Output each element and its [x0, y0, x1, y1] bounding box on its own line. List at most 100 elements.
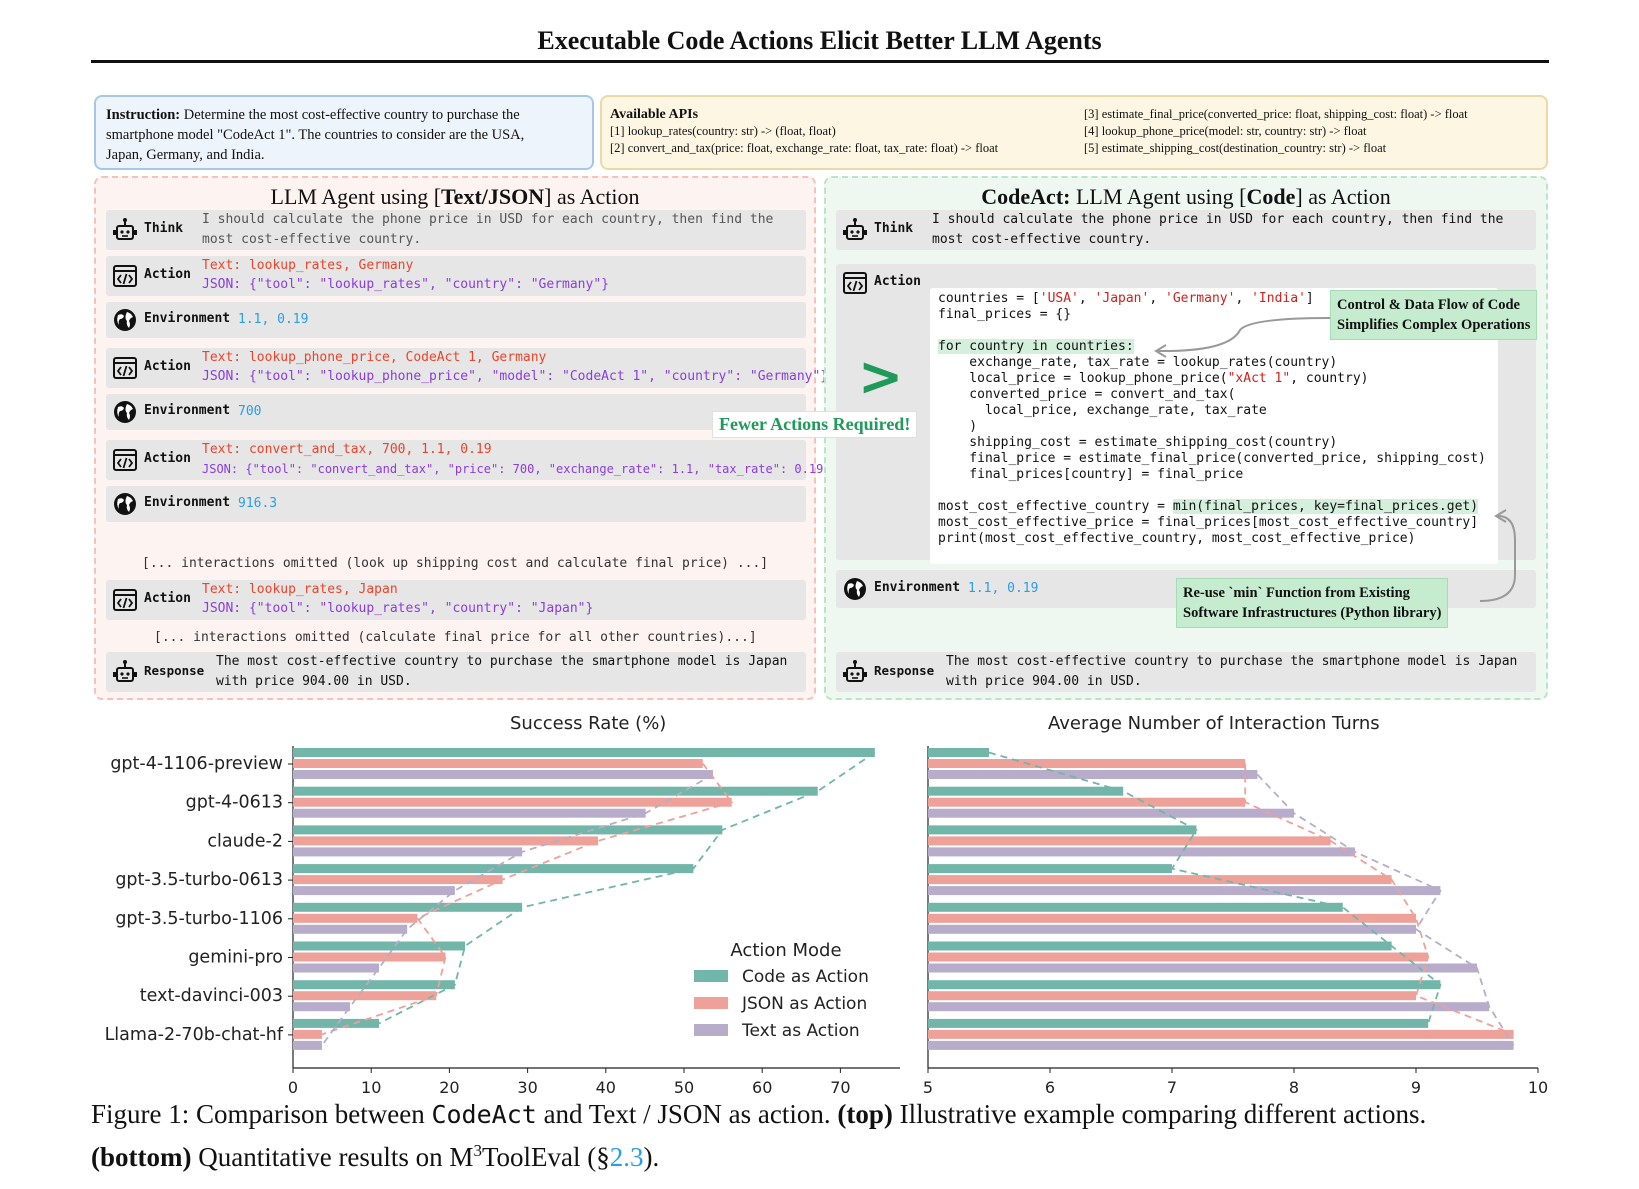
api-item-2: [2] convert_and_tax(price: float, exchan…: [610, 141, 999, 155]
action-text: Text: lookup_rates, Germany: [202, 258, 414, 273]
code-line: shipping_cost = estimate_shipping_cost(c…: [938, 435, 1338, 450]
x-tick-label: 60: [752, 1078, 772, 1095]
left-action-row-2: Action Text: lookup_phone_price, CodeAct…: [106, 348, 828, 388]
code-line: countries = ['USA', 'Japan', 'Germany', …: [938, 291, 1314, 306]
bar: [928, 886, 1441, 896]
category-label: gpt-4-1106-preview: [110, 754, 283, 774]
code-line: ): [938, 419, 978, 434]
bar: [293, 748, 875, 757]
action-label: Action: [144, 359, 191, 374]
x-tick-label: 5: [923, 1078, 933, 1095]
fewer-actions-label: Fewer Actions Required!: [712, 411, 918, 438]
page-title: Executable Code Actions Elicit Better LL…: [537, 26, 1102, 55]
title-rule: [91, 60, 1549, 63]
category-label: gpt-3.5-turbo-1106: [115, 909, 283, 929]
code-line: local_price = lookup_phone_price("xAct 1…: [938, 371, 1369, 386]
environment-value: 916.3: [238, 496, 278, 511]
chart-title-success: Success Rate (%): [510, 713, 667, 734]
response-label: Response: [144, 663, 205, 678]
bar: [293, 836, 598, 846]
bar: [928, 875, 1392, 885]
right-think-row: Think I should calculate the phone price…: [836, 210, 1536, 250]
bar: [928, 786, 1124, 796]
category-label: text-davinci-003: [140, 986, 283, 1006]
bar: [293, 963, 380, 973]
code-line: final_prices = {}: [938, 307, 1072, 322]
environment-label: Environment: [874, 580, 961, 595]
control-flow-callout: Control & Data Flow of Code Simplifies C…: [1330, 290, 1538, 340]
left-env-row-2: Environment 700: [106, 394, 806, 430]
action-json: JSON: {"tool": "lookup_phone_price", "mo…: [202, 369, 829, 384]
api-item-3: [3] estimate_final_price(converted_price…: [1084, 107, 1468, 121]
api-item-4: [4] lookup_phone_price(model: str, count…: [1084, 124, 1367, 138]
bar: [928, 902, 1343, 912]
instruction-box: Instruction: Determine the most cost-eff…: [94, 95, 594, 170]
x-tick-label: 6: [1045, 1078, 1055, 1095]
x-tick-label: 7: [1167, 1078, 1177, 1095]
api-item-5: [5] estimate_shipping_cost(destination_c…: [1084, 141, 1387, 155]
left-env-row-3: Environment 916.3: [106, 486, 806, 522]
bar: [928, 759, 1246, 768]
action-text: Text: lookup_phone_price, CodeAct 1, Ger…: [202, 350, 547, 365]
environment-value: 700: [238, 404, 262, 419]
bar: [293, 980, 455, 990]
bar: [293, 1040, 322, 1050]
x-tick-label: 30: [517, 1078, 537, 1095]
x-tick-label: 10: [361, 1078, 381, 1095]
bar: [293, 913, 418, 923]
bar: [293, 825, 723, 835]
response-label: Response: [874, 663, 935, 678]
chart-title-turns: Average Number of Interaction Turns: [1048, 713, 1380, 734]
bar: [928, 924, 1416, 934]
code-line: local_price, exchange_rate, tax_rate: [938, 403, 1267, 418]
category-label: gemini-pro: [188, 948, 283, 968]
bar: [293, 847, 523, 857]
bar: [293, 797, 732, 807]
left-action-row-3: Action Text: convert_and_tax, 700, 1.1, …: [106, 440, 831, 480]
legend-label: Code as Action: [742, 967, 869, 987]
environment-label: Environment: [144, 403, 231, 418]
bar: [928, 847, 1355, 857]
series-trend-line: [321, 762, 734, 1036]
category-label: gpt-4-0613: [186, 793, 283, 813]
environment-value: 1.1, 0.19: [238, 312, 309, 327]
text-json-agent-panel: LLM Agent using [Text/JSON] as Action Th…: [94, 176, 831, 700]
environment-label: Environment: [144, 311, 231, 326]
legend-swatch: [694, 997, 728, 1009]
legend-label: JSON as Action: [741, 994, 867, 1014]
left-action-row-4: Action Text: lookup_rates, Japan JSON: {…: [106, 580, 806, 620]
instruction-line-2: smartphone model "CodeAct 1". The countr…: [106, 127, 525, 143]
bar: [293, 952, 446, 962]
bar: [928, 1029, 1514, 1039]
omitted-interactions-1: [... interactions omitted (look up shipp…: [142, 556, 769, 571]
bar: [928, 836, 1331, 846]
code-line-for-loop: for country in countries:: [938, 339, 1134, 354]
action-label: Action: [144, 591, 191, 606]
bar: [293, 1002, 351, 1012]
x-tick-label: 70: [830, 1078, 850, 1095]
left-panel-title: LLM Agent using [Text/JSON] as Action: [270, 184, 640, 209]
action-label: Action: [144, 267, 191, 282]
code-line: print(most_cost_effective_country, most_…: [938, 531, 1416, 546]
bar: [293, 786, 818, 796]
bar: [928, 864, 1172, 874]
bar: [293, 886, 455, 896]
code-line-min: most_cost_effective_country = min(final_…: [938, 499, 1479, 514]
bar: [928, 980, 1441, 990]
bar: [928, 770, 1258, 779]
series-trend-line: [1244, 763, 1514, 1036]
series-trend-line: [378, 751, 876, 1025]
x-tick-label: 40: [596, 1078, 616, 1095]
action-json: JSON: {"tool": "convert_and_tax", "price…: [202, 462, 831, 476]
action-text: Text: convert_and_tax, 700, 1.1, 0.19: [202, 442, 492, 457]
think-label: Think: [144, 221, 184, 236]
environment-value: 1.1, 0.19: [968, 581, 1039, 596]
action-json: JSON: {"tool": "lookup_rates", "country"…: [202, 601, 594, 616]
bar: [293, 759, 703, 768]
x-tick-label: 10: [1528, 1078, 1548, 1095]
bar: [928, 1040, 1514, 1050]
x-tick-label: 9: [1411, 1078, 1421, 1095]
bar: [928, 991, 1416, 1001]
series-trend-line: [1256, 773, 1515, 1046]
bar: [293, 941, 466, 951]
